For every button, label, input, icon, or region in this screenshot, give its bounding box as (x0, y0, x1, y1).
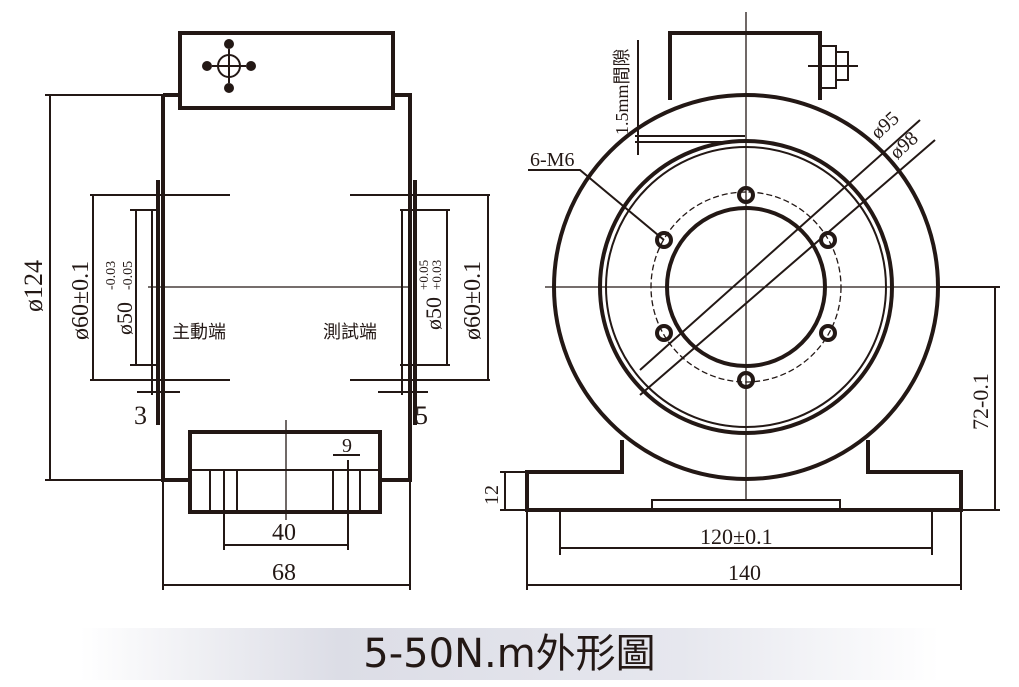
tol-left-lower: -0.05 (121, 261, 136, 290)
dim-height-72: 72-0.1 (968, 373, 993, 430)
dim-dia60-left: ø60±0.1 (68, 261, 94, 340)
dim-dia50-right: ø50 (421, 297, 446, 330)
tol-right-lower: +0.03 (429, 260, 444, 290)
label-test-end: 測試端 (323, 322, 377, 342)
tol-right-upper: +0.05 (416, 260, 431, 290)
dim-dia124: ø124 (19, 260, 48, 312)
tol-left-upper: -0.03 (104, 261, 119, 290)
dim-5: 5 (415, 401, 428, 430)
dim-9: 9 (342, 435, 352, 457)
dim-68: 68 (272, 560, 296, 586)
label-holes: 6-M6 (530, 149, 574, 171)
side-view: ø124 ø60±0.1 ø50 -0.03 -0.05 主動端 測試端 ø50… (19, 31, 490, 590)
dim-3: 3 (134, 401, 147, 430)
base (525, 440, 963, 512)
dim-120: 120±0.1 (700, 524, 773, 549)
dim-140: 140 (728, 560, 761, 585)
connector-box (178, 31, 395, 110)
dim-dia60-right: ø60±0.1 (460, 261, 486, 340)
dim-dia50-left: ø50 (112, 302, 137, 335)
front-view: 1.5mm間隙 6-M6 ø95 ø98 72-0.1 12 120±0.1 1… (481, 12, 1000, 590)
dim-40: 40 (272, 520, 296, 546)
title-band (80, 628, 940, 680)
dim-12: 12 (481, 485, 503, 505)
drawing-title: 5-50N.m外形圖 (363, 631, 656, 677)
label-driving-end: 主動端 (172, 322, 226, 342)
crosshair-icon (202, 39, 256, 93)
connector-housing (668, 31, 822, 100)
label-gap: 1.5mm間隙 (612, 48, 632, 135)
